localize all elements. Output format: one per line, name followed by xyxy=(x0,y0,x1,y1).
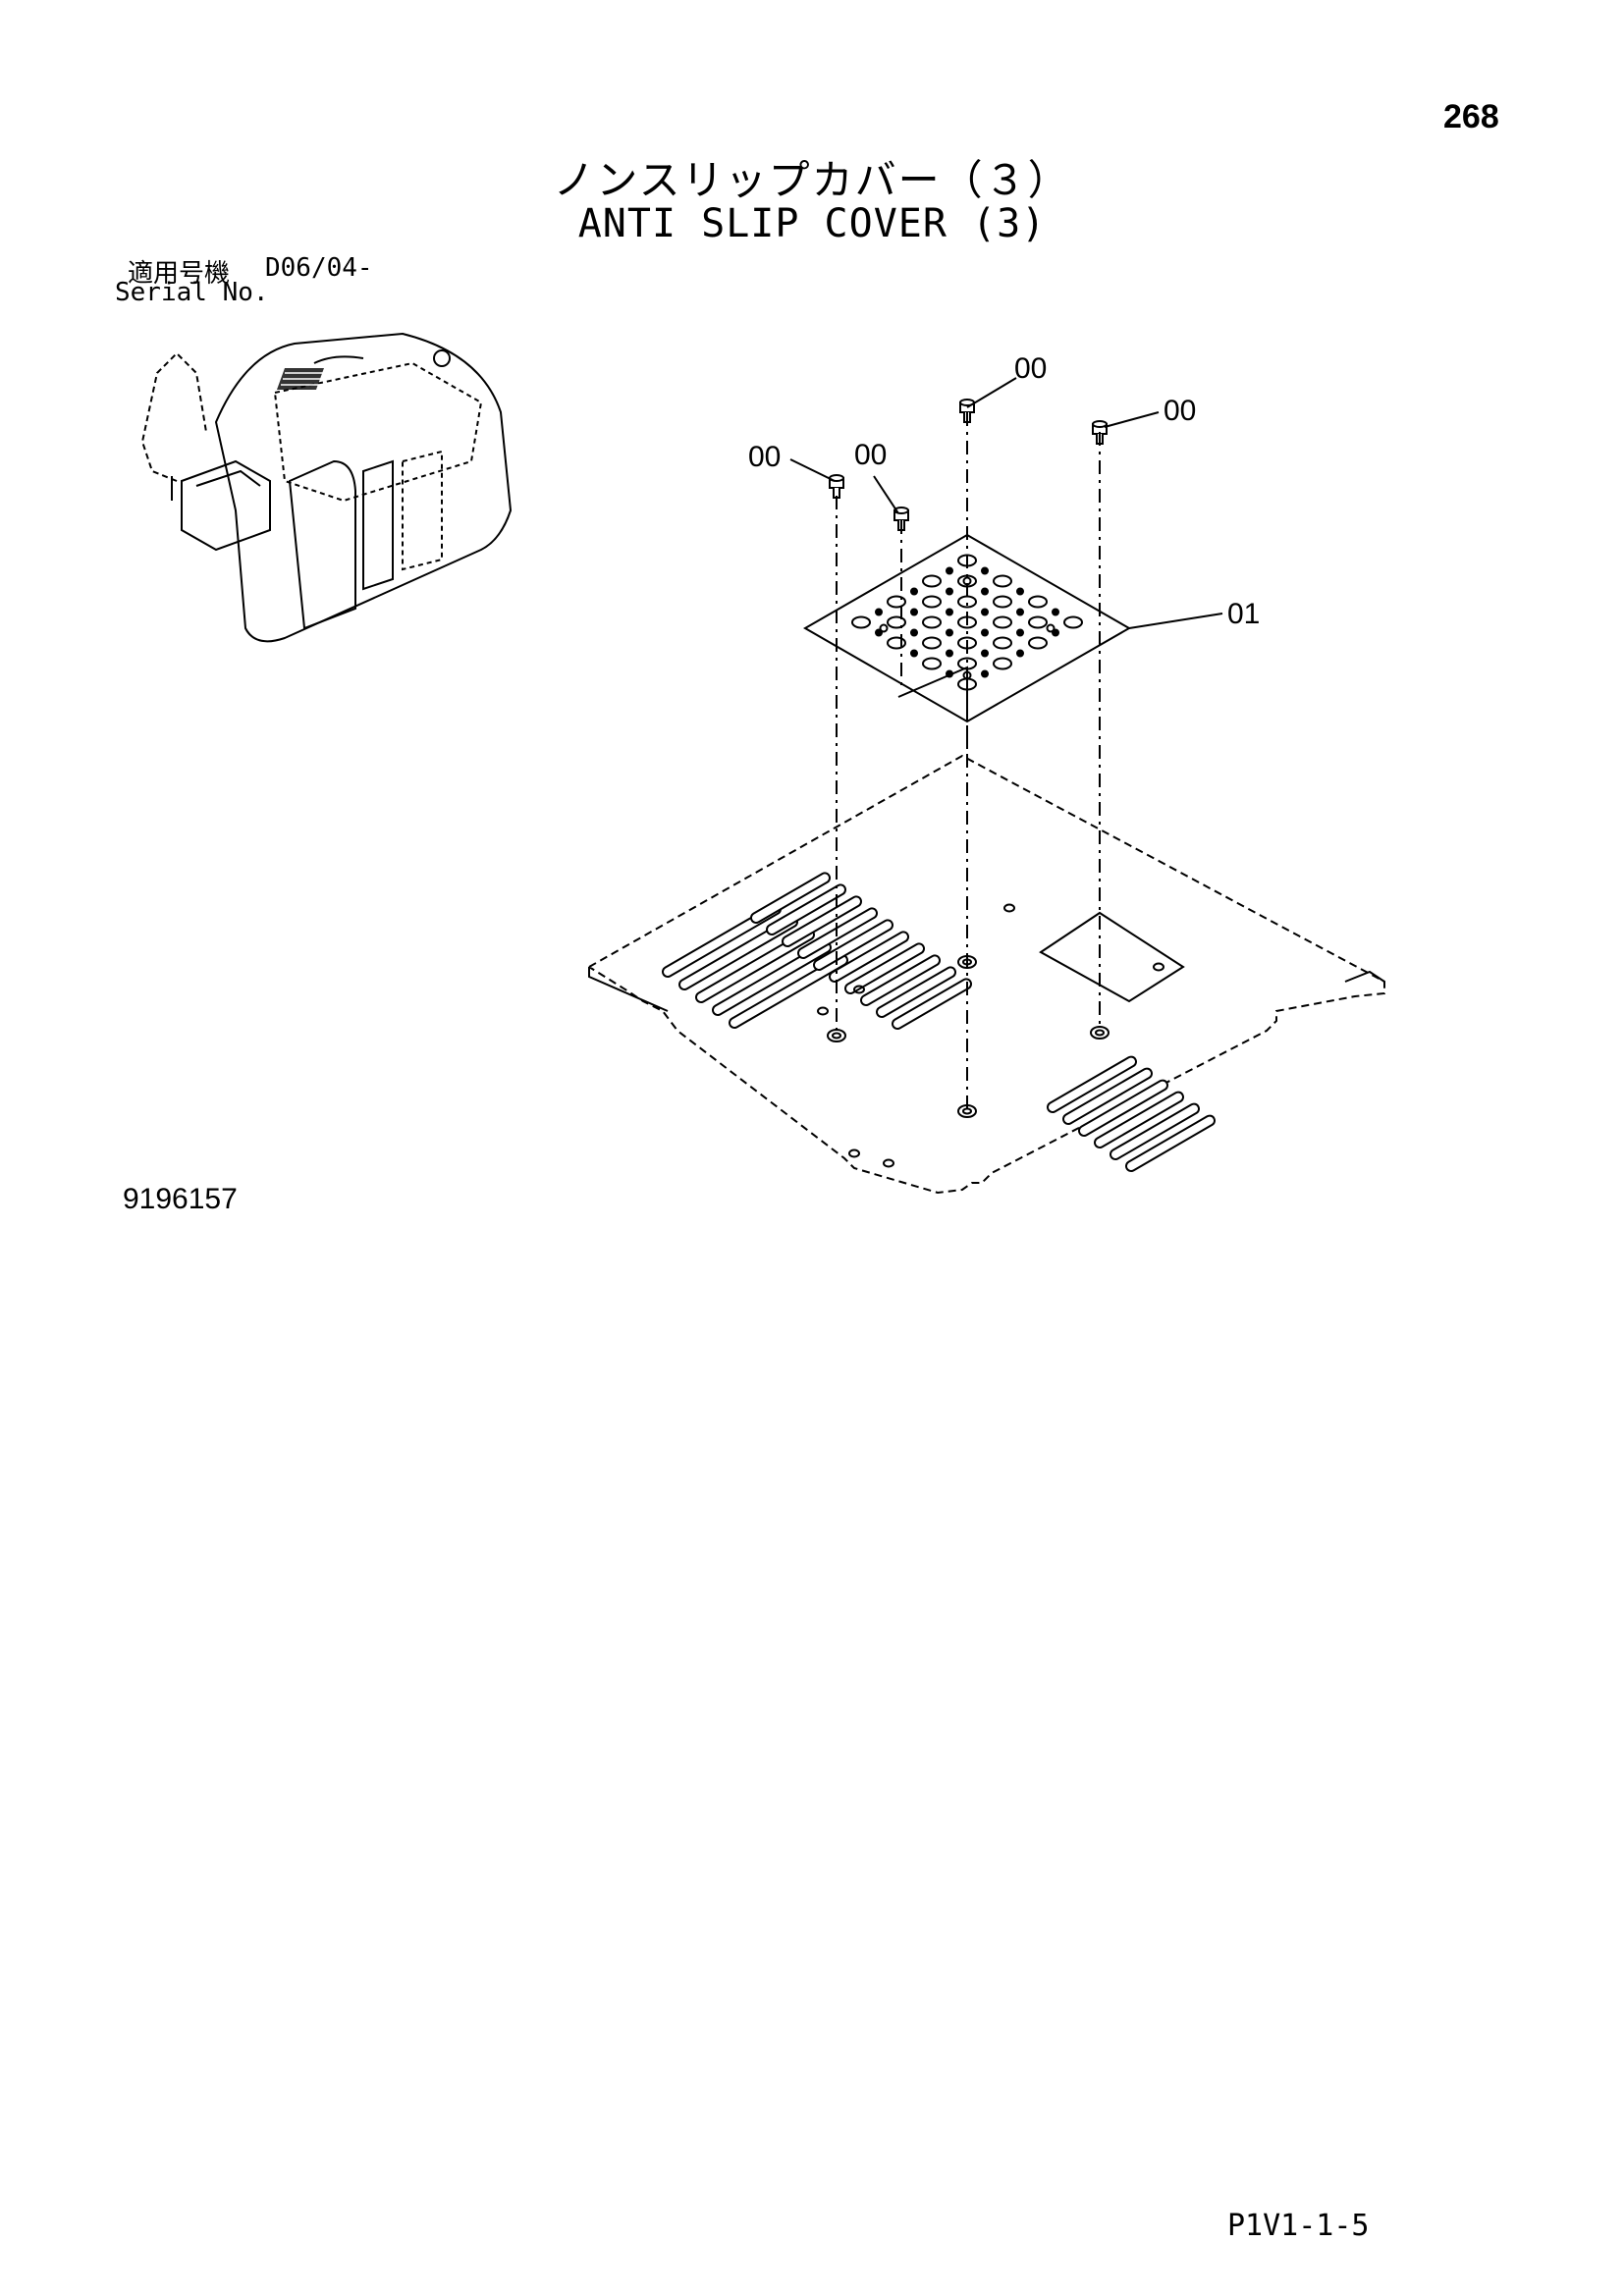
anti-slip-cover-plate xyxy=(802,533,1132,723)
cover-dot xyxy=(981,649,989,658)
drawing-number: 9196157 xyxy=(123,1183,238,1215)
floor-slot-inner xyxy=(714,943,830,1014)
callout-label: 01 xyxy=(1227,598,1260,630)
cover-dot xyxy=(981,669,989,678)
bolt-head-top xyxy=(1092,420,1108,428)
floor-slot-inner xyxy=(1080,1081,1166,1135)
callout-label: 00 xyxy=(1164,395,1196,427)
floor-slot-inner xyxy=(893,980,970,1028)
cover-dot xyxy=(946,587,953,596)
cover-dot xyxy=(875,628,883,637)
cover-dot xyxy=(875,608,883,616)
cover-bump xyxy=(922,657,942,670)
cover-mount-hole xyxy=(1046,623,1056,633)
cover-bump xyxy=(993,574,1012,588)
floor-slot-inner xyxy=(878,968,954,1016)
serial-range: D06/04- xyxy=(265,253,373,283)
floor-slot-inner xyxy=(784,897,860,945)
cover-dot xyxy=(910,587,918,596)
floor-slot-inner xyxy=(1049,1057,1135,1111)
cover-bump xyxy=(887,636,906,650)
cover-dot xyxy=(1052,608,1059,616)
floor-mount-hole xyxy=(1090,1026,1110,1040)
cover-dot xyxy=(981,608,989,616)
cover-bump xyxy=(993,615,1012,629)
cover-bump xyxy=(887,595,906,609)
cover-bump xyxy=(993,636,1012,650)
cover-dot xyxy=(946,628,953,637)
callout-leaders xyxy=(789,377,1223,629)
cover-dots xyxy=(875,566,1059,678)
floor-slot-inner xyxy=(846,944,923,992)
title-japanese: ノンスリップカバー（３） xyxy=(553,156,1071,204)
cover-dot xyxy=(1016,587,1024,596)
floor-slot-inner xyxy=(768,885,844,934)
floor-holes xyxy=(817,903,1164,1168)
floor-small-hole xyxy=(883,1158,894,1168)
floor-slot-inner xyxy=(1111,1104,1198,1158)
cover-dot xyxy=(981,587,989,596)
cover-dot xyxy=(946,608,953,616)
page-code: P1V1-1-5 xyxy=(1227,2209,1370,2243)
cover-bump xyxy=(922,595,942,609)
cover-dot xyxy=(946,566,953,575)
floor-slot-inner xyxy=(731,956,846,1027)
floor-slot-inner xyxy=(1127,1116,1214,1170)
floor-small-hole xyxy=(1003,903,1015,913)
cover-dot xyxy=(910,628,918,637)
page-number: 268 xyxy=(1443,98,1499,135)
cover-dot xyxy=(1016,608,1024,616)
cover-dot xyxy=(910,649,918,658)
floor-mount-hole xyxy=(827,1029,846,1042)
cover-dot xyxy=(910,608,918,616)
floor-mount-hole-inner xyxy=(1095,1029,1105,1037)
cover-bump xyxy=(993,595,1012,609)
cover-dot xyxy=(981,566,989,575)
cover-bump xyxy=(1028,636,1048,650)
floor-small-hole xyxy=(1153,962,1164,972)
callout-label: 00 xyxy=(748,441,781,473)
mounting-bolts xyxy=(829,399,1108,531)
callout-label: 00 xyxy=(854,439,887,471)
floor-small-hole xyxy=(817,1006,829,1016)
floor-slots xyxy=(662,872,1216,1172)
floor-slot-inner xyxy=(1096,1093,1182,1147)
cover-mount-hole xyxy=(879,623,889,633)
serial-label-english: Serial No. xyxy=(115,278,269,307)
cover-dot xyxy=(1016,649,1024,658)
cover-bump xyxy=(851,615,871,629)
floor-slot-inner xyxy=(815,921,892,969)
cover-bump xyxy=(922,574,942,588)
floor-mount-hole-inner xyxy=(832,1032,841,1040)
cover-bump xyxy=(922,636,942,650)
cover-dot xyxy=(1016,628,1024,637)
cover-dot xyxy=(981,628,989,637)
cover-dot xyxy=(946,649,953,658)
cover-bump xyxy=(887,615,906,629)
floor-small-hole xyxy=(853,985,865,994)
floor-slot-inner xyxy=(831,933,907,981)
floor-slot-inner xyxy=(862,956,939,1004)
cab-locator-illustration xyxy=(140,332,513,643)
cover-bumps xyxy=(851,554,1083,691)
cover-bump xyxy=(1028,615,1048,629)
floor-slot-inner xyxy=(1064,1069,1151,1123)
cover-bump xyxy=(993,657,1012,670)
bolt-guide-lines xyxy=(836,412,1101,1109)
serial-label-japanese: 適用号機 xyxy=(128,259,231,289)
title-english: ANTI SLIP COVER (3) xyxy=(577,201,1047,246)
floor-small-hole xyxy=(848,1148,860,1158)
floor-mount-hole-inner xyxy=(962,1107,972,1115)
callout-label: 00 xyxy=(1014,352,1047,385)
cover-dot xyxy=(1052,628,1059,637)
cover-bump xyxy=(1063,615,1083,629)
cover-bump xyxy=(1028,595,1048,609)
floor-slot-inner xyxy=(752,874,829,922)
exploded-parts-diagram: 00 00 00 00 01 xyxy=(588,352,1385,1195)
cover-bump xyxy=(922,615,942,629)
